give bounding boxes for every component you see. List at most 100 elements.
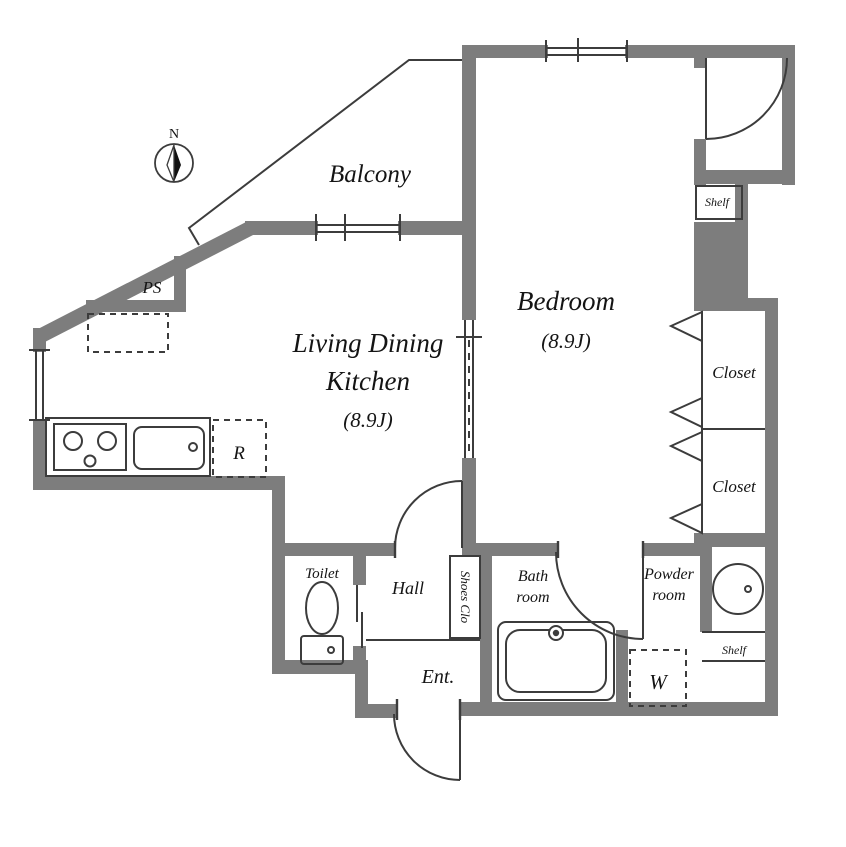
stove-burner bbox=[83, 454, 97, 468]
wall-corner-left-upper bbox=[694, 58, 706, 68]
stove bbox=[53, 423, 127, 471]
toilet-flush-button bbox=[327, 646, 335, 654]
round-appliance bbox=[712, 563, 764, 615]
closet-front-line bbox=[701, 311, 765, 533]
shoes-closet-label: Shoes Clo bbox=[458, 571, 473, 624]
ldk-size-label: (8.9J) bbox=[343, 408, 393, 432]
compass bbox=[154, 143, 194, 183]
wall-corner-top bbox=[700, 45, 795, 58]
powder-label-line1: Powder bbox=[643, 566, 695, 583]
opening-ticks bbox=[393, 541, 645, 720]
ldk-label-line1: Living Dining bbox=[292, 328, 444, 358]
toilet-sliding-door bbox=[356, 585, 363, 648]
window-glass-line bbox=[316, 224, 400, 233]
wall-closet-bottom bbox=[694, 533, 778, 547]
door-arc bbox=[394, 480, 463, 549]
bath-label-line1: Bath bbox=[518, 568, 548, 585]
pillar-block bbox=[694, 222, 748, 302]
wall-partition-lower bbox=[462, 458, 476, 556]
window-tick bbox=[29, 349, 50, 421]
ldk-label-line2: Kitchen bbox=[325, 366, 410, 396]
window-tick bbox=[315, 214, 401, 241]
wall-bottom-left bbox=[355, 704, 397, 718]
door-panel-line bbox=[356, 585, 363, 648]
toilet-label: Toilet bbox=[305, 566, 339, 582]
fridge-label: R bbox=[232, 443, 245, 464]
bedroom-size-label: (8.9J) bbox=[541, 329, 591, 353]
kitchen-window bbox=[29, 349, 50, 421]
wall-closet-top bbox=[694, 298, 778, 311]
compass-needle-dark bbox=[174, 145, 181, 182]
bath-label-line2: room bbox=[516, 589, 549, 606]
balcony-railing bbox=[187, 59, 462, 246]
wall-ldk-top-left bbox=[245, 221, 318, 235]
wall-ps-right bbox=[174, 256, 186, 312]
wall-corner-bottom bbox=[706, 170, 795, 184]
hall-door bbox=[394, 480, 463, 549]
thin-lines bbox=[29, 38, 788, 781]
door-arc bbox=[705, 57, 788, 140]
fridge-space-box bbox=[212, 419, 267, 478]
wall-corner-left-lower bbox=[694, 139, 706, 185]
door-arc bbox=[393, 713, 461, 781]
wall-powder-top bbox=[643, 543, 712, 556]
corner-room-door bbox=[705, 57, 788, 140]
wall-toilet-hall-upper bbox=[353, 543, 366, 585]
wall-ldk-top-right bbox=[398, 221, 462, 235]
tick bbox=[556, 541, 645, 558]
tick bbox=[395, 699, 462, 720]
compass-needle-light bbox=[166, 144, 175, 183]
washer-space-box bbox=[629, 649, 687, 707]
wall-bottom-right bbox=[460, 702, 778, 716]
wall-corner-right bbox=[782, 45, 795, 185]
wall-niche-left bbox=[700, 547, 712, 632]
wall-ldk-bottom bbox=[272, 543, 395, 556]
toilet-tank bbox=[300, 635, 344, 665]
closet-door-triangle bbox=[668, 430, 703, 463]
fixtures bbox=[45, 143, 764, 720]
closet-door-triangle bbox=[668, 396, 703, 429]
closet-lower-label: Closet bbox=[712, 477, 757, 496]
wall-bedroom-bottom bbox=[462, 543, 558, 556]
window-glass-line bbox=[35, 350, 44, 420]
washer-label: W bbox=[649, 670, 669, 694]
bedroom-window bbox=[545, 38, 628, 62]
partition-line bbox=[464, 320, 474, 458]
bedroom-label: Bedroom bbox=[517, 286, 615, 316]
closet-door-triangle bbox=[668, 310, 703, 343]
wall-outer-right bbox=[765, 298, 778, 716]
shelf-lower-lines bbox=[702, 631, 765, 662]
bedroom-powder-door bbox=[555, 551, 644, 640]
shelf-upper-box bbox=[695, 185, 743, 220]
north-label: N bbox=[169, 127, 179, 142]
closet-door-triangle bbox=[668, 502, 703, 535]
wall-left-upper bbox=[33, 328, 46, 352]
sink-faucet bbox=[188, 442, 198, 452]
wall-bedroom-top-left bbox=[462, 45, 548, 58]
wall-bedroom-top-right bbox=[625, 45, 706, 58]
toilet-bowl bbox=[305, 581, 339, 635]
shoes-closet-box bbox=[449, 555, 481, 639]
entrance-label: Ent. bbox=[421, 666, 455, 688]
ldk-window bbox=[315, 214, 401, 241]
walls bbox=[33, 45, 795, 718]
kitchen-counter bbox=[45, 417, 211, 477]
bathtub-outer bbox=[497, 621, 615, 701]
ps-label: PS bbox=[142, 278, 162, 297]
balcony-label: Balcony bbox=[329, 161, 412, 188]
wall-entrance-left bbox=[355, 660, 368, 718]
shelf-lower-label: Shelf bbox=[722, 643, 748, 657]
wall-partition-upper bbox=[462, 45, 476, 320]
stove-burner bbox=[97, 431, 117, 451]
shelf-upper-label: Shelf bbox=[705, 195, 731, 209]
range-hood-box bbox=[87, 313, 169, 353]
round-appliance-knob bbox=[744, 585, 752, 593]
window-tick bbox=[545, 38, 628, 62]
closet-upper-label: Closet bbox=[712, 363, 757, 382]
wall-ps-bottom bbox=[86, 300, 186, 312]
hall-label: Hall bbox=[391, 578, 424, 598]
wall-toilet-bottom bbox=[272, 660, 368, 674]
wall-kitchen-bottom bbox=[33, 476, 285, 490]
powder-label-line2: room bbox=[652, 587, 685, 604]
